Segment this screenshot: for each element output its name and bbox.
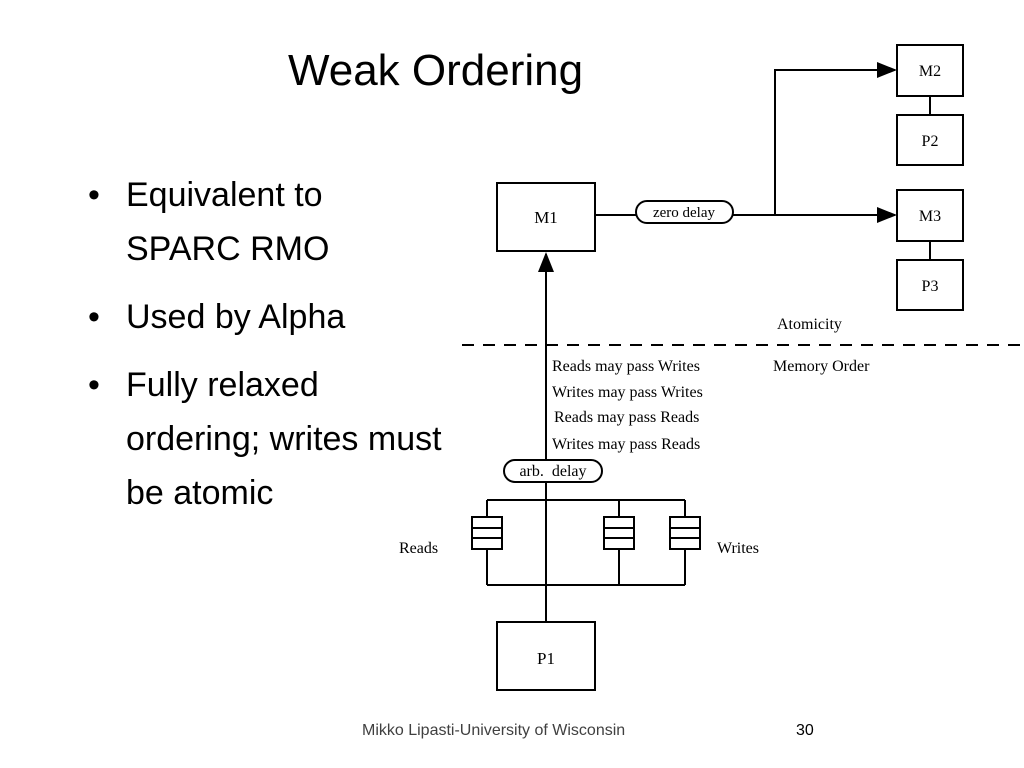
slide-footer: Mikko Lipasti-University of Wisconsin [362, 722, 626, 739]
relaxation-item: Writes may pass Reads [552, 436, 700, 453]
processor-box-p2 [896, 114, 964, 166]
bullet-item: • Equivalent to SPARC RMO [84, 168, 444, 276]
bullet-text: Fully relaxed ordering; writes must be a… [126, 366, 442, 512]
write-queue-icon [669, 516, 701, 550]
memory-label-m2: M2 [919, 63, 941, 80]
bullet-dot-icon: • [88, 366, 100, 404]
processor-label-p2: P2 [922, 133, 939, 150]
zero-delay-badge [635, 200, 734, 224]
memory-order-label: Memory Order [773, 358, 870, 375]
bullet-dot-icon: • [88, 176, 100, 214]
processor-box-p3 [896, 259, 964, 311]
write-queue-icon [603, 516, 635, 550]
slide-title: Weak Ordering [288, 46, 584, 95]
atomicity-label: Atomicity [777, 316, 842, 333]
writes-label: Writes [717, 540, 759, 557]
memory-label-m1: M1 [534, 208, 558, 227]
memory-box-m1 [496, 182, 596, 252]
arb-delay-label: arb. delay [519, 463, 586, 480]
processor-label-p3: P3 [922, 278, 939, 295]
bullet-item: • Fully relaxed ordering; writes must be … [84, 358, 444, 520]
bullet-text: Used by Alpha [126, 298, 346, 336]
zero-delay-to-m2-line [774, 62, 897, 215]
memory-label-m3: M3 [919, 208, 941, 225]
processor-label-p1: P1 [537, 649, 555, 668]
relaxation-item: Reads may pass Writes [552, 358, 700, 375]
bullet-item: • Used by Alpha [84, 290, 444, 344]
relaxation-item: Reads may pass Reads [554, 409, 699, 426]
reads-label: Reads [399, 540, 438, 557]
zero-delay-label: zero delay [653, 205, 716, 221]
bullet-list: •Equivalent to SPARC RMO •Used by Alpha … [84, 168, 444, 534]
bullet-text: Equivalent to SPARC RMO [126, 176, 330, 268]
processor-box-p1 [496, 621, 596, 691]
arb-delay-badge [503, 459, 603, 483]
bullet-dot-icon: • [88, 298, 100, 336]
relaxation-item: Writes may pass Writes [552, 384, 703, 401]
read-queue-icon [471, 516, 503, 550]
page-number: 30 [796, 722, 814, 739]
